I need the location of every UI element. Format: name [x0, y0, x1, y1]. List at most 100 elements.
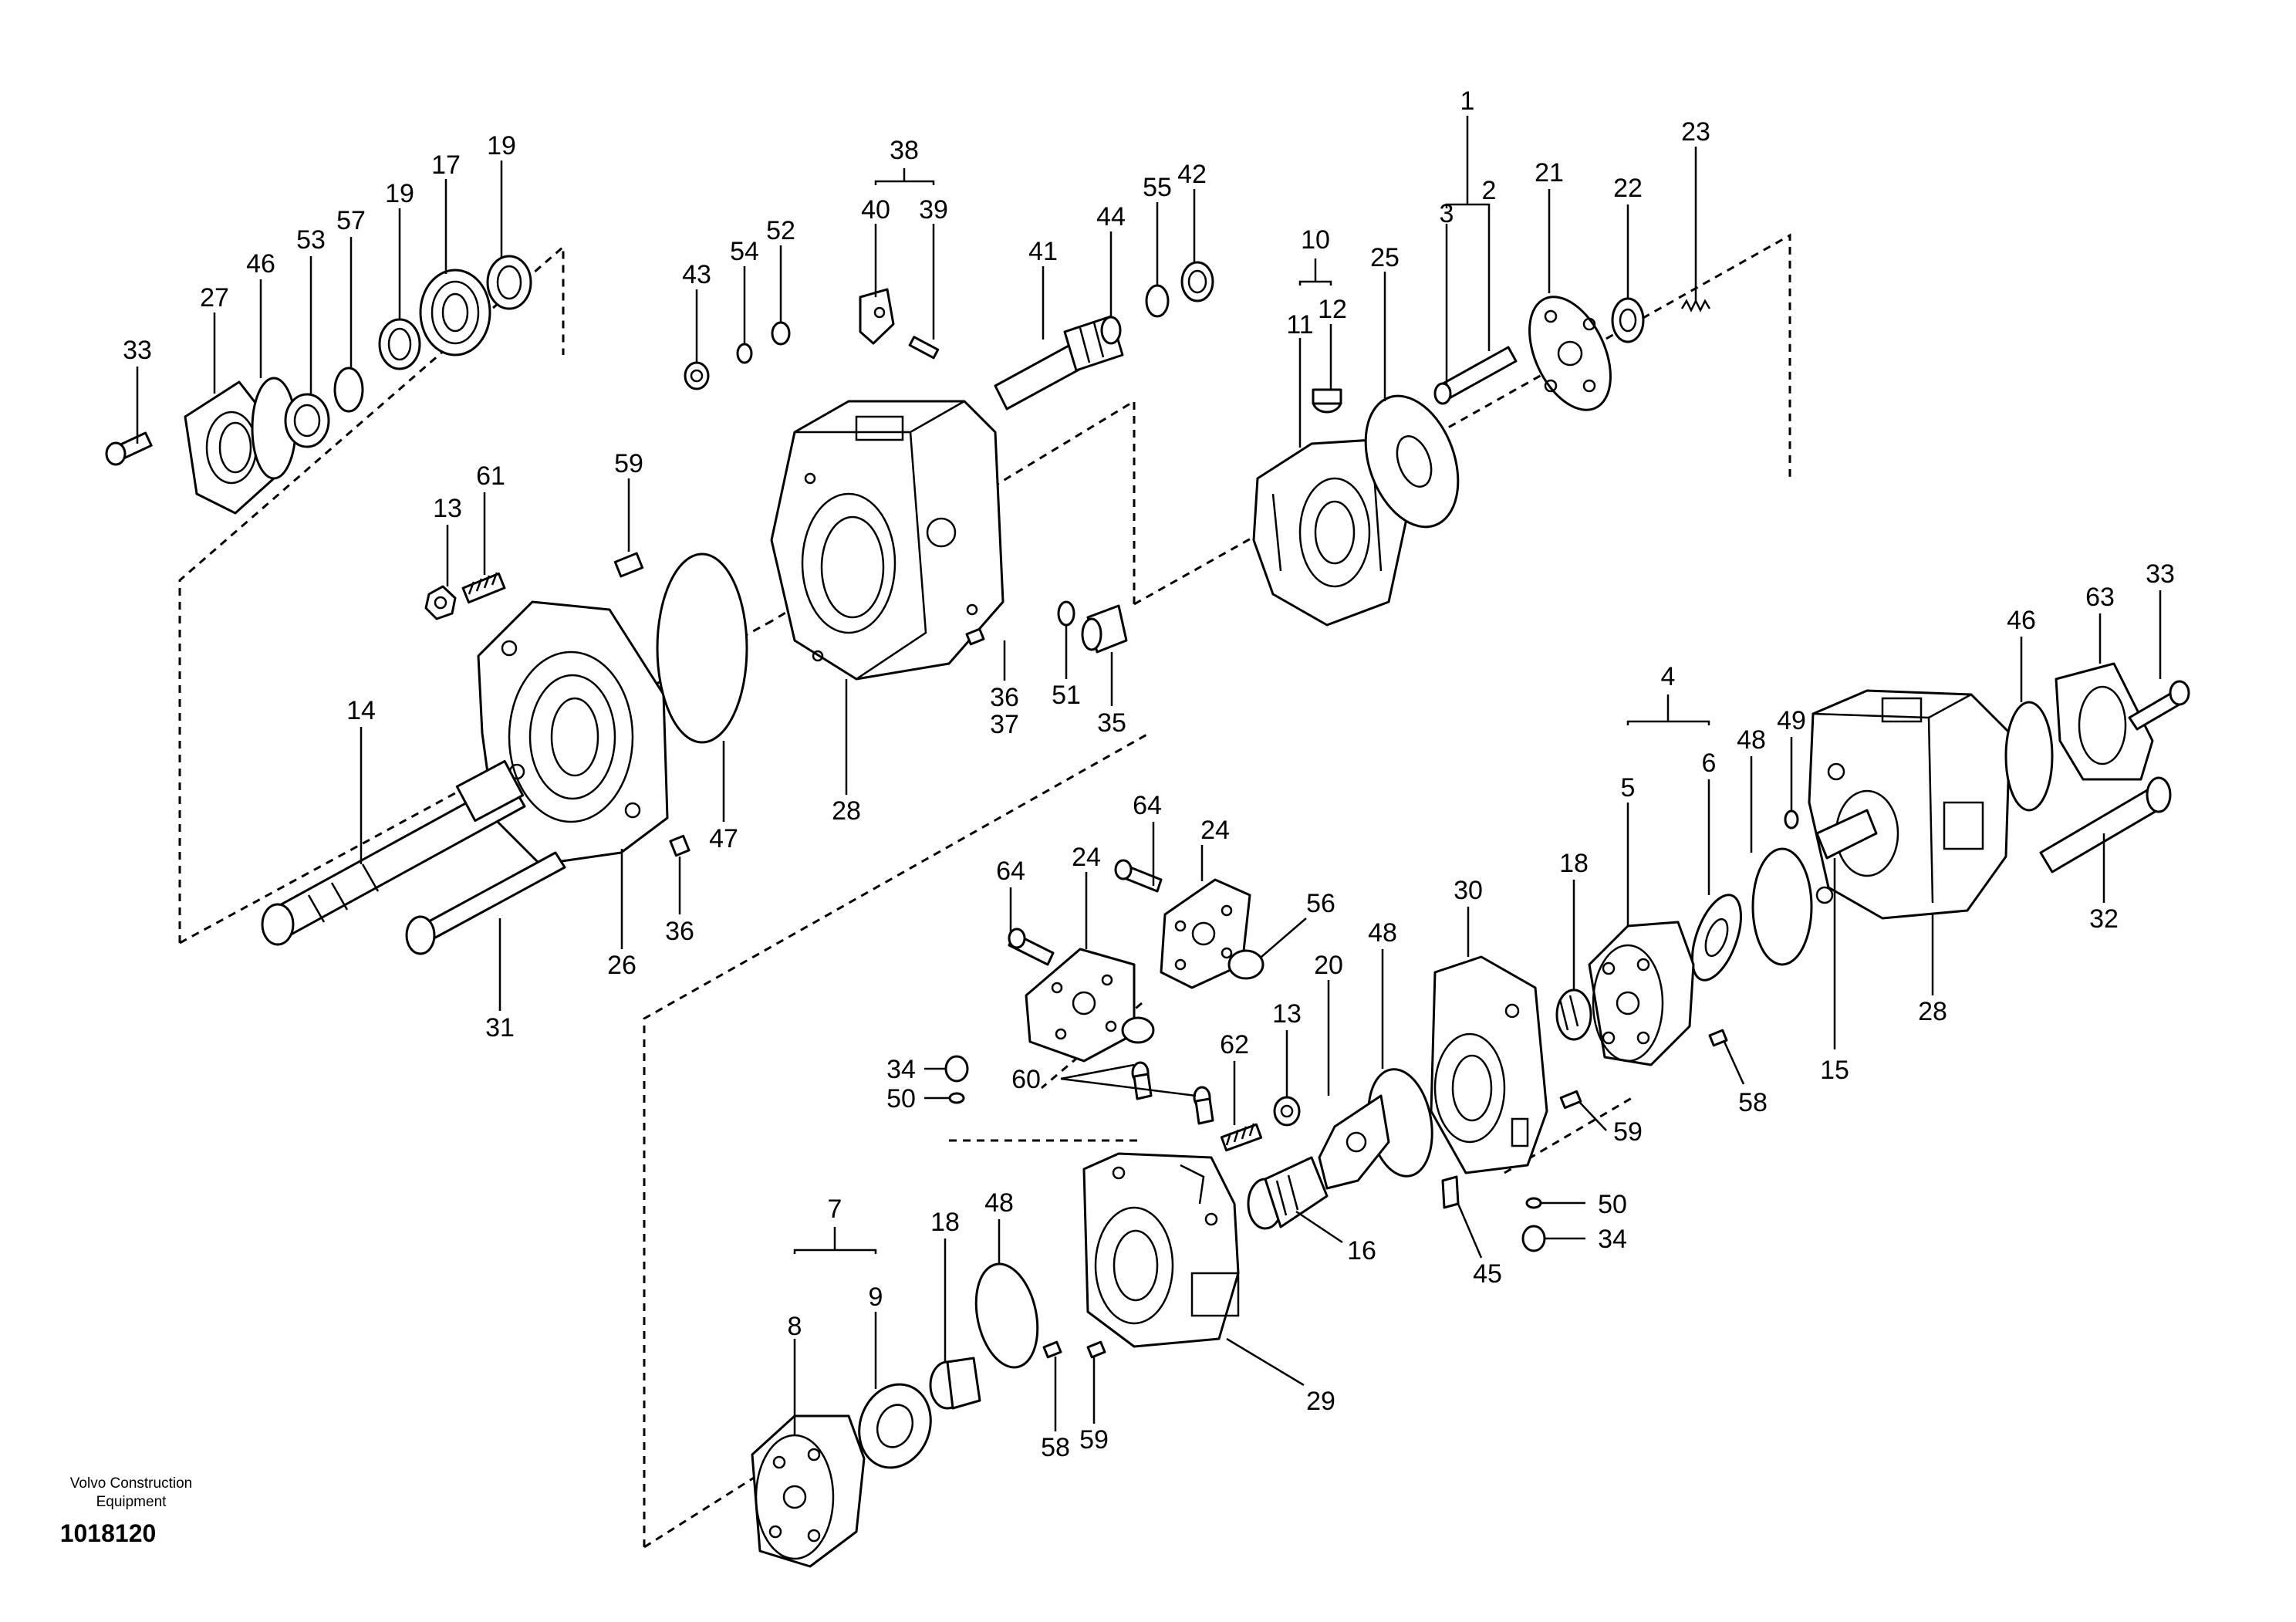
seal-42	[1180, 261, 1214, 302]
label-16: 16	[1347, 1236, 1376, 1265]
seal-45	[1441, 1175, 1460, 1209]
spring-61	[461, 572, 506, 604]
label-43: 43	[682, 260, 711, 289]
label-37: 37	[990, 710, 1019, 739]
label-48-right: 48	[1737, 725, 1766, 755]
label-3: 3	[1440, 199, 1454, 228]
label-14: 14	[346, 696, 376, 725]
cylinder-block-8	[751, 1414, 866, 1568]
block-40	[859, 288, 895, 345]
oring-50-right	[1525, 1197, 1542, 1209]
label-41: 41	[1028, 237, 1058, 266]
label-33-left: 33	[123, 336, 152, 365]
cover-plate-24-upper	[1160, 878, 1251, 989]
label-33-right: 33	[2146, 559, 2175, 589]
label-36-lower: 36	[665, 917, 694, 946]
label-34-right: 34	[1598, 1225, 1627, 1254]
label-30: 30	[1454, 876, 1483, 905]
label-23: 23	[1681, 117, 1710, 147]
plug-34-left	[944, 1055, 969, 1083]
label-59-lower: 59	[1079, 1425, 1109, 1455]
footer: Volvo Construction Equipment 1018120	[60, 1475, 193, 1547]
label-21: 21	[1535, 158, 1564, 188]
label-50-right: 50	[1598, 1190, 1627, 1219]
label-24-lower: 24	[1072, 843, 1101, 872]
label-63: 63	[2085, 583, 2115, 612]
label-49: 49	[1777, 706, 1806, 735]
cylinder-block-5	[1588, 921, 1695, 1066]
port-block-30	[1430, 955, 1548, 1174]
label-59-mid: 59	[1613, 1117, 1643, 1147]
label-2: 2	[1482, 176, 1497, 205]
label-62: 62	[1220, 1030, 1249, 1059]
label-18-upper: 18	[1559, 849, 1589, 878]
bolt-64-lower	[1008, 928, 1055, 966]
label-26: 26	[607, 951, 636, 980]
oring-49	[1784, 809, 1799, 830]
label-13-bottom: 13	[1272, 999, 1302, 1029]
label-64-upper: 64	[1133, 791, 1162, 820]
brand-line-1: Volvo Construction	[70, 1475, 192, 1492]
label-4: 4	[1661, 662, 1676, 691]
bolt-32	[2039, 776, 2172, 874]
seal-53	[284, 393, 330, 448]
label-1: 1	[1460, 86, 1475, 116]
label-12: 12	[1318, 295, 1347, 324]
label-45: 45	[1473, 1259, 1502, 1289]
bearing-17	[419, 269, 491, 357]
nut-13-bottom	[1273, 1096, 1301, 1127]
leader-lines	[136, 116, 2162, 1435]
bushing-22	[1611, 297, 1645, 343]
oring-52	[771, 321, 791, 346]
housing-28-group	[684, 288, 1128, 681]
cover-assembly-left	[105, 255, 532, 515]
bearing-18-upper	[1555, 988, 1592, 1041]
label-47: 47	[709, 824, 738, 853]
pin-58-lower	[1042, 1340, 1062, 1359]
label-34-left: 34	[886, 1055, 916, 1084]
main-housing-28	[770, 400, 1004, 681]
piston-group	[994, 261, 1214, 411]
label-27: 27	[200, 283, 229, 313]
pin-36-upper	[965, 627, 985, 646]
label-39: 39	[919, 195, 948, 225]
front-plate-26	[477, 600, 669, 866]
drawing-number: 1018120	[60, 1519, 157, 1547]
label-48-mid: 48	[1368, 918, 1397, 948]
label-54: 54	[730, 237, 759, 266]
label-29: 29	[1306, 1387, 1335, 1416]
bearing-18-lower	[929, 1357, 981, 1410]
label-13-top: 13	[433, 494, 462, 523]
label-52: 52	[766, 216, 795, 245]
label-28-right: 28	[1918, 997, 1947, 1026]
label-11: 11	[1286, 310, 1313, 340]
label-25: 25	[1370, 243, 1400, 272]
label-64-lower: 64	[996, 857, 1025, 886]
valve-plate-6	[1691, 894, 1742, 982]
front-plate-group	[261, 552, 748, 955]
label-19-a: 19	[385, 179, 414, 208]
label-40: 40	[861, 195, 890, 225]
label-32: 32	[2089, 904, 2119, 934]
label-17: 17	[431, 150, 461, 180]
ring-19-a	[378, 318, 421, 370]
label-58-lower: 58	[1041, 1433, 1070, 1462]
port-block-group	[1220, 955, 1582, 1252]
label-7: 7	[828, 1195, 842, 1224]
label-36-upper: 36	[990, 683, 1019, 712]
oring-50-left	[948, 1092, 965, 1104]
plug-43	[684, 361, 710, 390]
spring-23	[1680, 299, 1711, 313]
plate-20	[1318, 1094, 1390, 1190]
oring-lower-plate	[1121, 1016, 1155, 1044]
ring-19-b	[486, 255, 532, 310]
label-56: 56	[1306, 889, 1335, 918]
oring-51	[1057, 600, 1075, 627]
label-10: 10	[1301, 225, 1330, 255]
pins-2-3	[1433, 346, 1518, 405]
label-50-left: 50	[886, 1084, 916, 1113]
label-42: 42	[1177, 160, 1207, 189]
lower-port-block-group	[929, 1055, 1240, 1410]
label-46-right: 46	[2007, 606, 2036, 635]
